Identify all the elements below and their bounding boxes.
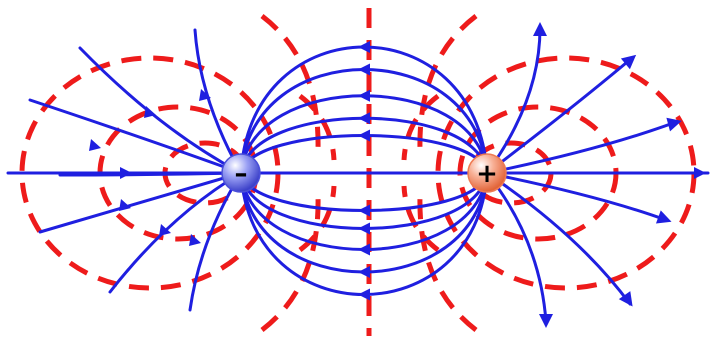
positive-charge-sign: + xyxy=(476,159,498,189)
field-lines xyxy=(6,22,710,328)
field-arrow xyxy=(159,224,171,236)
field-arrow xyxy=(358,63,370,76)
field-arrow xyxy=(358,243,370,256)
field-arrow xyxy=(618,291,633,307)
field-arrow xyxy=(358,41,370,53)
field-arrow xyxy=(189,234,201,246)
equipotential-arc xyxy=(298,94,337,161)
negative-charge: – xyxy=(221,153,261,193)
field-arrow xyxy=(358,204,370,217)
field-arrow xyxy=(539,314,553,328)
field-line xyxy=(485,120,678,175)
equipotential-arc xyxy=(298,185,337,252)
field-arrow xyxy=(144,106,156,118)
field-line xyxy=(58,171,243,177)
field-arrow xyxy=(533,22,547,36)
field-arrow xyxy=(358,222,370,235)
field-arrow xyxy=(358,112,370,125)
field-arrow xyxy=(694,167,706,179)
field-arrow xyxy=(89,139,101,151)
field-line xyxy=(38,171,243,234)
field-arrow xyxy=(358,266,370,278)
field-line xyxy=(485,56,634,175)
field-arrow xyxy=(620,54,637,70)
equipotential-arc xyxy=(260,195,321,332)
positive-charge: + xyxy=(467,153,507,193)
equipotential-arc xyxy=(260,14,321,151)
field-arrow xyxy=(358,129,370,142)
field-arrow xyxy=(655,210,672,224)
negative-charge-sign: – xyxy=(235,159,248,189)
field-line xyxy=(28,98,243,175)
field-arrow xyxy=(199,89,211,101)
field-line xyxy=(485,171,668,222)
field-line xyxy=(78,46,243,175)
field-arrow xyxy=(119,199,131,211)
equipotential-arc xyxy=(401,185,440,252)
field-arrow xyxy=(666,117,682,132)
field-arrow xyxy=(358,89,370,102)
field-arrow xyxy=(358,288,370,301)
charges: –+ xyxy=(221,153,507,193)
field-line xyxy=(485,26,542,175)
field-line xyxy=(485,171,632,306)
field-line xyxy=(108,171,243,294)
equipotential-arc xyxy=(417,14,478,151)
field-arrow xyxy=(120,167,132,179)
